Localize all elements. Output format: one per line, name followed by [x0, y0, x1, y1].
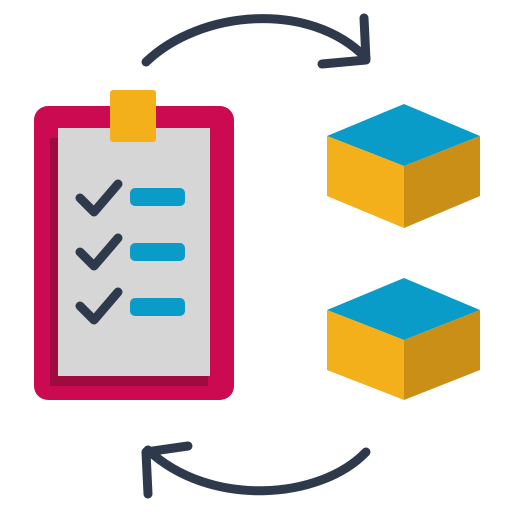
checklist — [75, 179, 185, 325]
checklist-item — [75, 233, 185, 271]
cycle-arrow-top-icon — [141, 13, 371, 69]
box-bottom-face — [327, 278, 480, 340]
box-top-right-face — [404, 136, 480, 228]
box-top-icon — [327, 104, 480, 228]
checklist-line — [130, 243, 185, 261]
checkmark-icon — [75, 287, 123, 325]
checklist-item — [75, 287, 185, 325]
checkmark-icon — [75, 233, 123, 271]
checklist-item — [75, 179, 185, 217]
cycle-arrow-bottom-icon — [141, 441, 371, 499]
checklist-line — [130, 298, 185, 316]
box-bottom-left-face — [327, 310, 404, 400]
checkmark-icon — [75, 179, 123, 217]
box-top-face — [327, 104, 480, 166]
clipboard-clip — [110, 90, 156, 142]
box-top-left-face — [327, 136, 404, 228]
box-bottom-right-face — [404, 310, 480, 400]
box-bottom-icon — [327, 278, 480, 400]
checklist-line — [130, 188, 185, 206]
